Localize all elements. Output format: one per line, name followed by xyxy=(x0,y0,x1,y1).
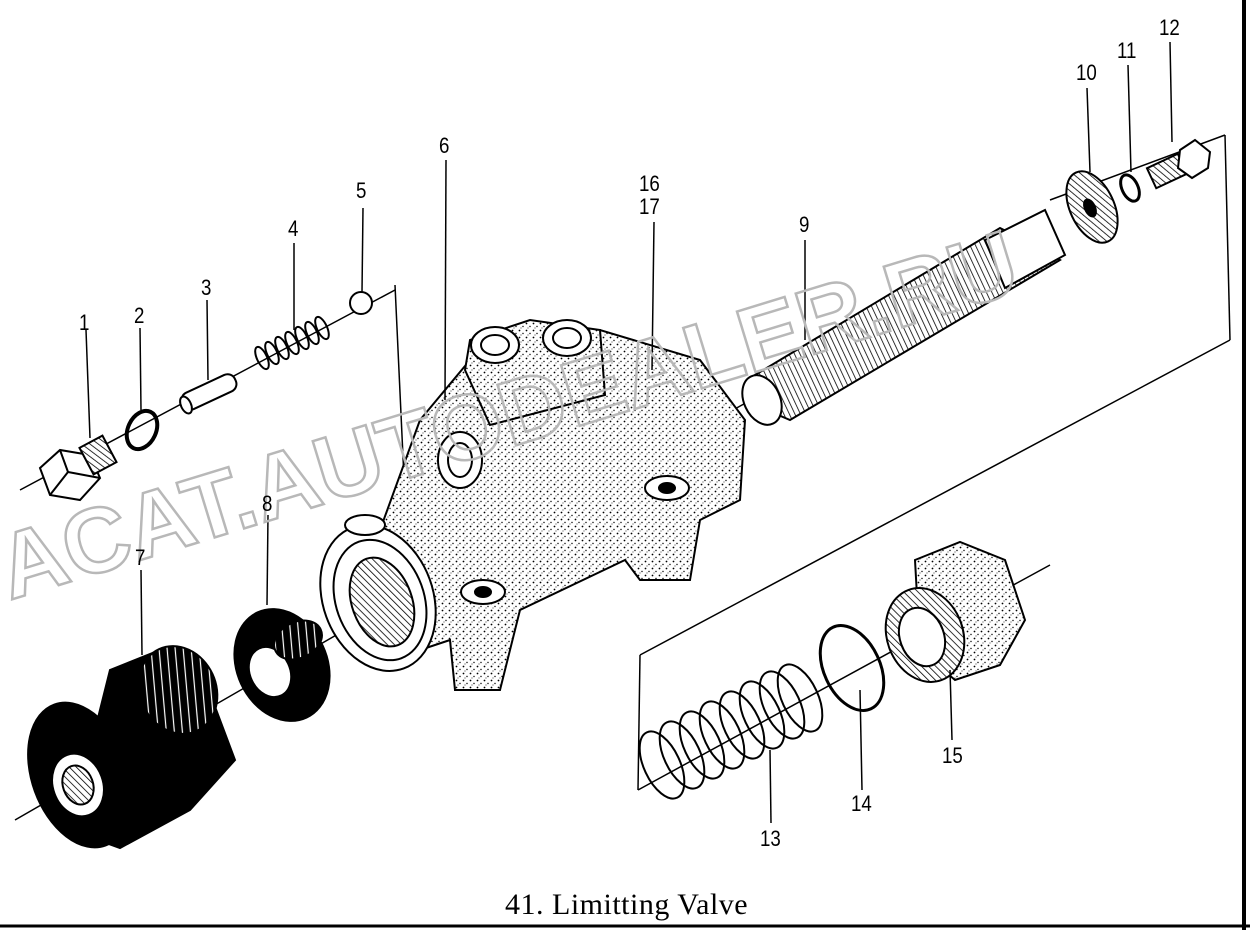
leader-lines xyxy=(85,41,1173,824)
callout-12: 12 xyxy=(1159,15,1180,40)
callout-9: 9 xyxy=(799,212,810,237)
part-14-o-ring xyxy=(818,624,886,712)
callout-8: 8 xyxy=(262,491,273,516)
callout-11: 11 xyxy=(1117,38,1137,63)
callout-3: 3 xyxy=(201,275,212,300)
callout-7: 7 xyxy=(135,545,146,570)
callout-1: 1 xyxy=(79,310,90,335)
part-4-small-spring xyxy=(254,315,330,371)
part-5-ball xyxy=(349,291,373,315)
part-6-valve-body xyxy=(319,318,747,691)
diagram-caption: 41. Limitting Valve xyxy=(505,888,749,921)
callout-16: 16 xyxy=(639,171,660,196)
part-12-screw xyxy=(1145,138,1212,190)
callout-4: 4 xyxy=(288,216,299,241)
callout-2: 2 xyxy=(134,303,145,328)
part-13-large-spring xyxy=(638,663,824,800)
part-3-pin xyxy=(179,373,238,415)
callout-6: 6 xyxy=(439,133,450,158)
callout-14: 14 xyxy=(851,791,872,816)
part-2-o-ring xyxy=(124,408,160,452)
callout-10: 10 xyxy=(1076,60,1097,85)
callout-13: 13 xyxy=(760,826,781,851)
part-15-hex-fitting xyxy=(884,540,1027,683)
callout-5: 5 xyxy=(356,178,367,203)
part-11-small-ring xyxy=(1119,173,1141,203)
part-1-hex-plug xyxy=(38,434,118,502)
part-8-bearing-ring xyxy=(233,608,331,722)
part-7-cap-nut xyxy=(27,645,237,850)
callout-17: 17 xyxy=(639,194,660,219)
callout-15: 15 xyxy=(942,743,963,768)
part-9-spool xyxy=(741,208,1067,426)
part-10-washer xyxy=(1065,170,1119,244)
watermark-text: ACAT.AUTODEALER.RU xyxy=(0,212,1029,619)
